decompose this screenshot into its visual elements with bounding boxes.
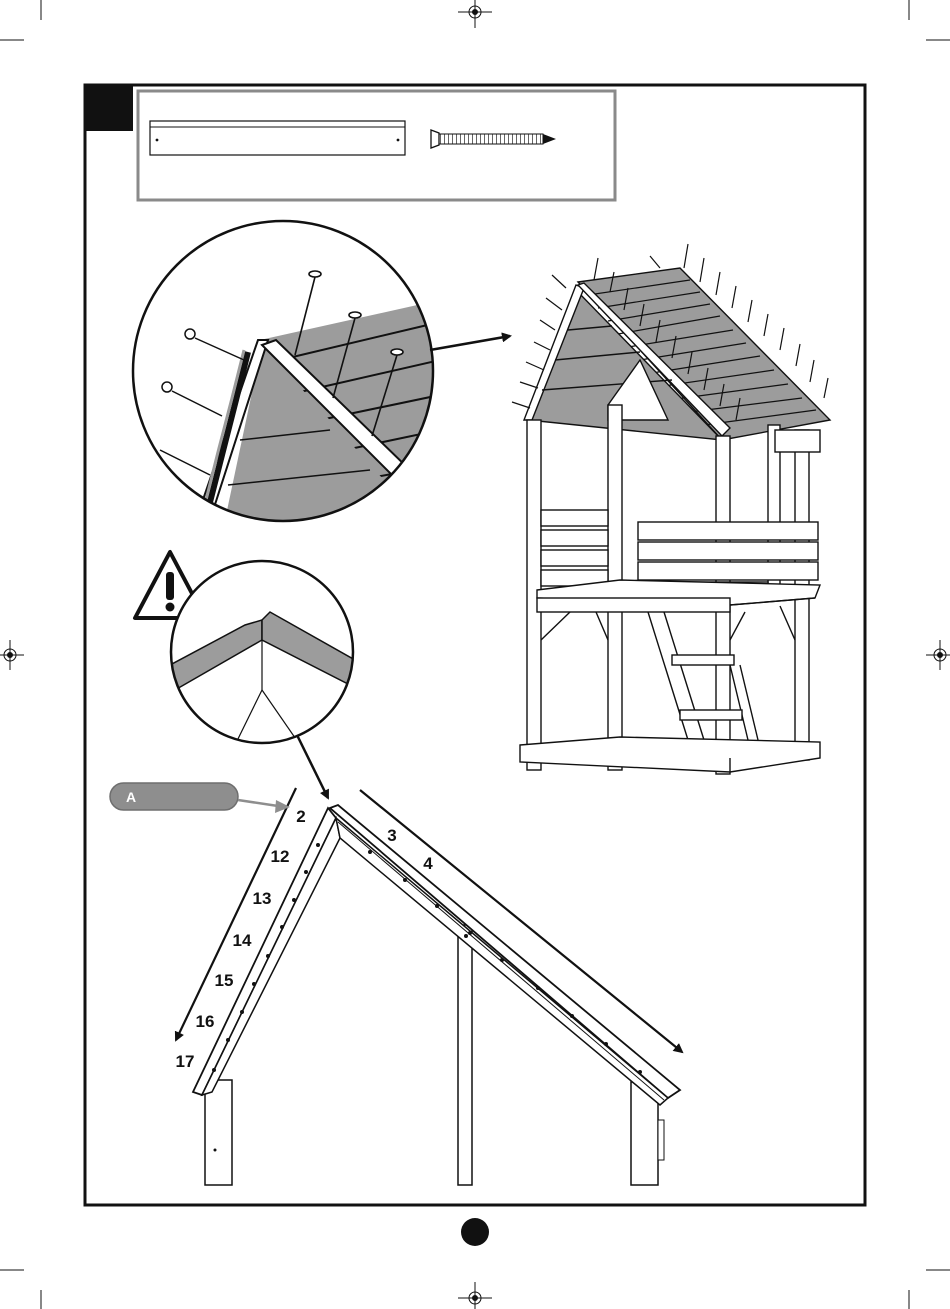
parts-box [138, 91, 615, 200]
ridge-detail-magnifier [170, 560, 355, 745]
plank-number: 13 [253, 889, 272, 908]
gable-assembly: 2 12 13 14 15 16 17 3 4 [176, 788, 682, 1185]
plank-number: 14 [233, 931, 252, 950]
plank-number: 15 [215, 971, 234, 990]
registration-mark-icon [458, 1282, 492, 1309]
callout-a: A [110, 783, 290, 813]
callout-a-label: A [126, 789, 136, 805]
ridge-pointer [297, 735, 328, 798]
plank-number: 3 [387, 826, 396, 845]
board-part [150, 121, 405, 155]
registration-mark-icon [458, 0, 492, 28]
plank-number: 2 [296, 807, 305, 826]
right-sequence-arrow [360, 790, 682, 1052]
plank-number: 17 [176, 1052, 195, 1071]
registration-mark-icon [0, 640, 24, 670]
plank-number: 12 [271, 847, 290, 866]
page-number-badge [461, 1218, 489, 1246]
step-badge [85, 85, 133, 131]
registration-mark-icon [926, 640, 950, 670]
roof-detail-magnifier [130, 220, 440, 530]
plank-number: 16 [196, 1012, 215, 1031]
playhouse-tower [512, 244, 830, 774]
plank-number: 4 [423, 854, 433, 873]
detail-pointer [430, 336, 510, 350]
